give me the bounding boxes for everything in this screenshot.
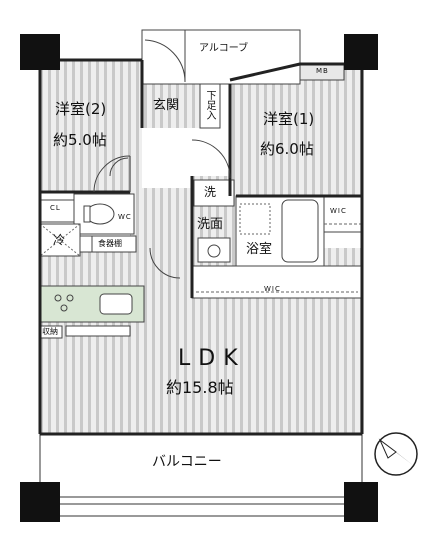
wic-lower-area bbox=[191, 265, 363, 299]
wc-label: WC bbox=[118, 213, 132, 221]
door-swings bbox=[93, 139, 231, 279]
stove-burner-icon bbox=[66, 294, 74, 302]
bathtub bbox=[281, 199, 319, 263]
ldk-floor-upper bbox=[130, 188, 192, 250]
refrigerator-label: 冷 bbox=[53, 233, 66, 247]
walls bbox=[38, 58, 364, 436]
bathroom-label: 浴室 bbox=[246, 242, 273, 257]
shoe-box bbox=[199, 83, 221, 129]
washer-space bbox=[193, 179, 235, 207]
alcove-area bbox=[141, 29, 301, 85]
wic-lower-label: WIC bbox=[264, 285, 281, 293]
wash-basin bbox=[197, 237, 231, 263]
entrance-label: 玄関 bbox=[153, 98, 180, 113]
western-room-2-label: 洋室(2) bbox=[55, 100, 107, 118]
western-room-2-floor bbox=[40, 60, 142, 192]
washroom-label: 洗面 bbox=[197, 217, 224, 232]
wic-upper-label: WIC bbox=[330, 207, 347, 215]
wic-upper-area bbox=[323, 195, 363, 233]
western-room-1-floor bbox=[230, 64, 362, 196]
alcove-label: アルコーブ bbox=[199, 43, 249, 54]
pillar-bottom-right bbox=[344, 482, 378, 522]
shower-area bbox=[239, 203, 271, 235]
cupboard-label: 食器棚 bbox=[98, 239, 122, 248]
washer-label: 洗 bbox=[204, 185, 217, 199]
ldk-label: LDK bbox=[178, 346, 246, 371]
western-room-1-label: 洋室(1) bbox=[263, 110, 315, 128]
western-room-1-size: 約6.0帖 bbox=[260, 140, 314, 158]
storage-label: 収納 bbox=[42, 327, 58, 336]
stove-burner-icon bbox=[60, 304, 68, 312]
basin-bowl-icon bbox=[207, 244, 221, 258]
kitchen-sink-icon bbox=[99, 293, 133, 315]
mb-label: MB bbox=[316, 67, 329, 75]
stove-burner-icon bbox=[54, 294, 62, 302]
balcony-label: バルコニー bbox=[152, 454, 222, 470]
closet-label: CL bbox=[50, 204, 61, 212]
balcony-area bbox=[39, 433, 363, 517]
ldk-size: 約15.8帖 bbox=[166, 378, 234, 397]
compass-icon bbox=[374, 432, 418, 476]
pillar-top-right bbox=[344, 34, 378, 70]
shoe-box-label: 下足入 bbox=[204, 90, 215, 120]
western-room-2-size: 約5.0帖 bbox=[53, 131, 107, 149]
pillar-bottom-left bbox=[20, 482, 60, 522]
entrance-floor bbox=[142, 84, 200, 128]
pillar-top-left bbox=[20, 34, 60, 70]
